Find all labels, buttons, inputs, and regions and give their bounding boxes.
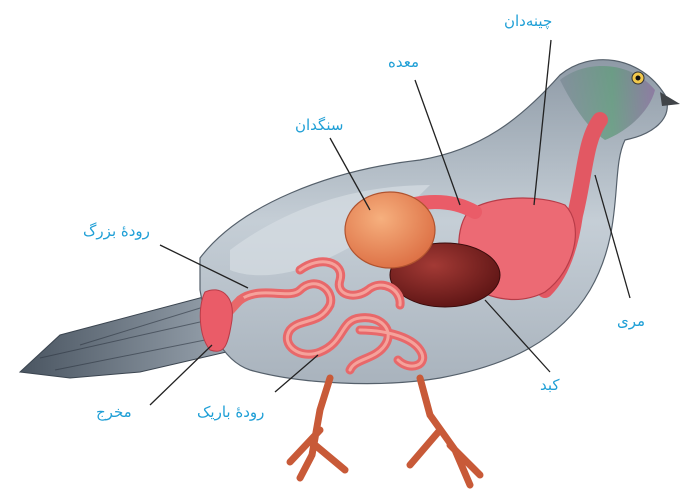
label-small-intestine: رودهٔ باریک — [197, 405, 264, 420]
label-vent: مخرج — [96, 405, 132, 420]
right-leg — [410, 378, 480, 485]
label-gizzard: سنگدان — [295, 118, 343, 133]
label-crop: چینه‌دان — [504, 14, 552, 29]
label-esophagus: مری — [617, 314, 645, 329]
label-stomach: معده — [388, 55, 419, 70]
label-liver: کبد — [540, 378, 560, 393]
label-large-intestine: رودهٔ بزرگ — [83, 224, 150, 239]
cloaca — [200, 290, 232, 351]
beak — [660, 92, 680, 106]
left-leg — [290, 378, 345, 478]
gizzard — [345, 192, 435, 268]
